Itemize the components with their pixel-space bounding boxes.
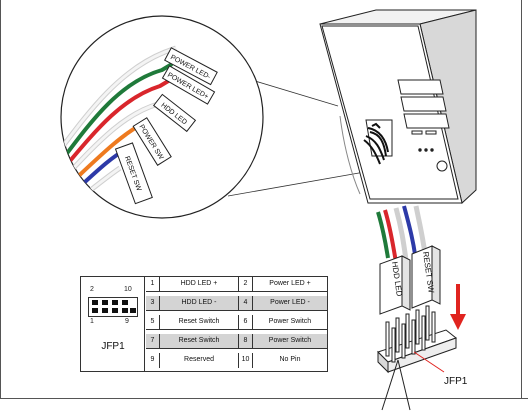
jfp1-pin-diagram: 2 10 1 9 JFP1 [81, 277, 145, 371]
table-row: 1 HDD LED + 2 Power LED + [146, 277, 327, 292]
pin-number: 8 [239, 334, 253, 349]
pin-number: 6 [239, 315, 253, 330]
pin-function: Reserved [160, 353, 239, 368]
pin-function: Power LED + [269, 280, 311, 287]
frame-border-right [521, 0, 522, 398]
pin-function: HDD LED + [160, 277, 239, 292]
pin-function: Power Switch [268, 337, 312, 344]
magnifier-callout-line-bottom [227, 169, 377, 197]
pin [112, 308, 118, 313]
pin-grid [88, 297, 138, 317]
jfp1-callout-label: JFP1 [444, 376, 468, 387]
connector-reset-sw: RESET SW [114, 142, 153, 205]
header-leg-right [397, 359, 411, 411]
pin-function: Power LED - [270, 299, 310, 306]
connector-plug-illustration: HDD LED RESET SW [376, 205, 466, 411]
pin-number: 2 [239, 277, 253, 292]
pin-header-jfp1 [377, 305, 458, 374]
pin-label-bottom-left: 1 [90, 318, 94, 325]
table-row: 5 Reset Switch 6 Power Switch [146, 315, 327, 330]
pin-number: 4 [239, 296, 253, 311]
pin [102, 308, 108, 313]
pin-number: 3 [146, 296, 160, 311]
pin-label-top-left: 2 [90, 286, 94, 293]
pin-function: HDD LED - [160, 296, 239, 311]
pin-label-top-right: 10 [124, 286, 132, 293]
pin-function: Reset Switch [160, 334, 239, 349]
cable-bundle [363, 122, 389, 165]
pin-number: 5 [146, 315, 160, 330]
jfp1-pin-table: 2 10 1 9 JFP1 1 HDD LED + 2 Power LED + [80, 276, 328, 372]
pin-number: 7 [146, 334, 160, 349]
pin-label-bottom-right: 9 [125, 318, 129, 325]
frame-border-bottom [0, 398, 528, 399]
pin [122, 308, 128, 313]
pin [102, 300, 108, 305]
pin [112, 300, 118, 305]
pin-number: 1 [146, 277, 160, 292]
wire-red [62, 78, 172, 170]
pin-number: 9 [146, 353, 160, 368]
pin [130, 308, 136, 313]
jfp1-callout-line [413, 351, 445, 373]
insert-direction-arrow-icon [450, 284, 466, 330]
header-leg-left [381, 359, 399, 411]
pc-tower [319, 9, 477, 204]
pin-number: 10 [239, 353, 253, 368]
plug-wire-green [376, 211, 390, 259]
plug-wire-white [393, 207, 409, 261]
magnifier-circle: POWER LED- POWER LED+ HDD LED POWER SW R… [60, 15, 264, 219]
pin [122, 300, 128, 305]
pin-function: No Pin [279, 356, 301, 363]
frame-border-left [0, 0, 1, 398]
table-row: 7 Reset Switch 8 Power Switch [146, 334, 327, 349]
pin [92, 300, 98, 305]
table-row: 3 HDD LED - 4 Power LED - [146, 296, 327, 311]
table-row: 9 Reserved 10 No Pin [146, 353, 327, 368]
pin [92, 308, 98, 313]
pin-function: Reset Switch [160, 315, 239, 330]
wire-green [61, 62, 174, 162]
pin-diagram-header-name: JFP1 [101, 341, 125, 352]
pin-function: Power Switch [268, 318, 312, 325]
